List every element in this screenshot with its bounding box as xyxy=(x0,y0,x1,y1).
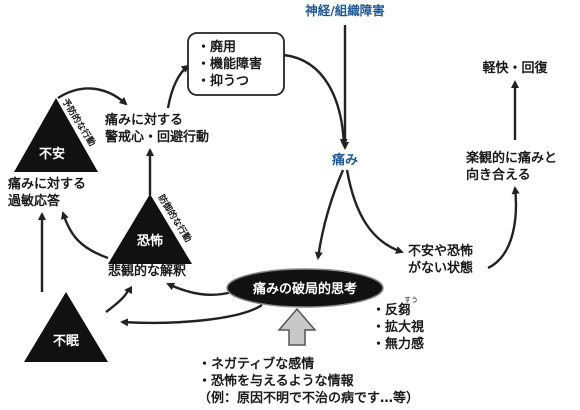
negative-input-1: ・ネガティブな感情 xyxy=(198,356,314,372)
arrow-no-fear-to-optimistic xyxy=(487,186,520,270)
arrows xyxy=(38,25,520,327)
arrow-pessimistic-to-hypersensitive xyxy=(61,211,109,260)
arrow-pain-to-catastrophizing xyxy=(314,169,345,260)
no-fear-line-2: がない状態 xyxy=(408,260,473,276)
negative-input-3: （例：原因不明で不治の病です…等） xyxy=(198,390,419,406)
negative-input-2: ・恐怖を与えるような情報 xyxy=(198,373,355,389)
arrow-catastrophizing-to-pessimistic xyxy=(166,282,233,297)
arrow-vigilance-to-disuse xyxy=(166,64,190,109)
inputs-arrow xyxy=(277,307,317,346)
catastrophizing-label: 痛みの破局的思考 xyxy=(252,281,357,297)
arrow-disuse-to-pain xyxy=(283,53,348,147)
anxiety-triangle xyxy=(14,98,98,172)
fear-label: 恐怖 xyxy=(137,233,163,249)
anxiety-label: 不安 xyxy=(39,146,65,162)
rumination-ruby: すう xyxy=(404,296,418,304)
optimistic-line-1: 楽観的に痛みと xyxy=(465,150,557,166)
disuse-item-3: ・抑うつ xyxy=(197,73,249,89)
no-fear-line-1: 不安や恐怖 xyxy=(408,243,473,259)
arrow-catastrophizing-to-insomnia xyxy=(120,303,263,327)
arrow-anxiety-to-vigilance xyxy=(57,87,128,106)
catastrophizing-ellipse xyxy=(226,268,384,308)
catastrophizing-item-3: ・無力感 xyxy=(372,336,424,352)
arrow-pain-to-no-fear xyxy=(345,169,404,254)
nerve-damage-label: 神経/組織障害 xyxy=(305,3,385,18)
catastrophizing-item-2: ・拡大視 xyxy=(372,319,424,335)
insomnia-label: 不眠 xyxy=(53,334,79,349)
vigilance-line-1: 痛みに対する xyxy=(104,112,183,128)
pessimistic-label: 悲観的な解釈 xyxy=(108,263,187,279)
relief-label: 軽快・回復 xyxy=(482,60,548,76)
hypersensitive-line-1: 痛みに対する xyxy=(7,176,86,192)
catastrophizing-item-1: ・反芻 xyxy=(372,302,411,318)
vigilance-line-2: 警戒心・回避行動 xyxy=(105,129,209,145)
fear-triangle xyxy=(108,194,192,264)
pain-label: 痛み xyxy=(331,152,358,168)
optimistic-line-2: 向き合える xyxy=(466,167,531,183)
disuse-item-1: ・廃用 xyxy=(197,39,236,55)
insomnia-triangle xyxy=(24,292,108,362)
arrow-insomnia-to-pessimistic xyxy=(105,286,133,313)
disuse-item-2: ・機能障害 xyxy=(197,56,262,72)
disuse-box xyxy=(187,32,285,96)
hypersensitive-line-2: 過敏応答 xyxy=(7,193,61,209)
